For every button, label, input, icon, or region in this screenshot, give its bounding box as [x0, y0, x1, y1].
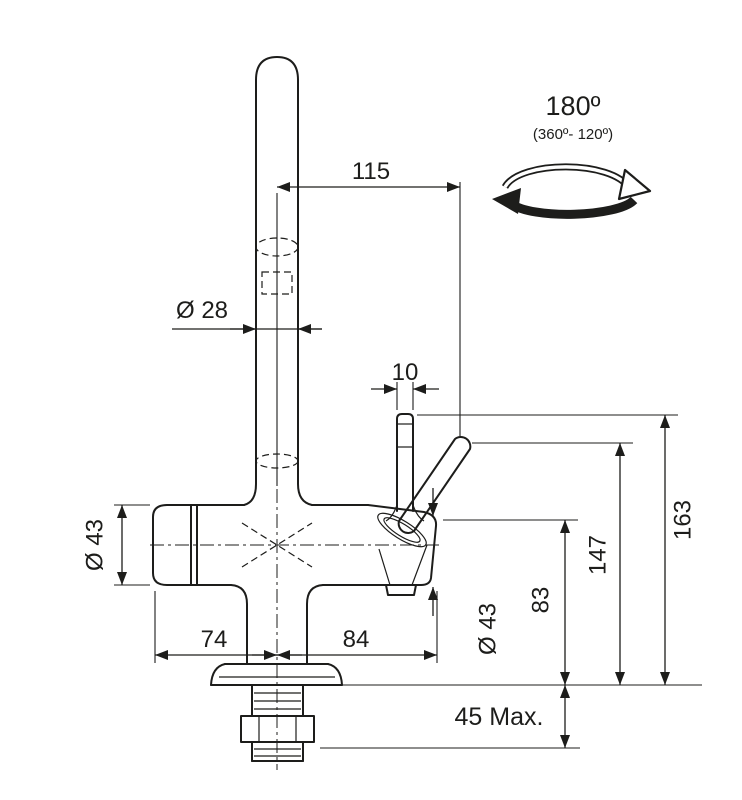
dim-163-label: 163	[669, 500, 696, 540]
dim-d43-left-label: Ø 43	[81, 519, 108, 571]
dim-83-label: 83	[527, 587, 554, 614]
dim-84-label: 84	[343, 626, 370, 653]
rotation-angle-label: 180º	[546, 91, 601, 121]
rotation-arrow-icon	[492, 163, 652, 219]
body-tee	[152, 504, 369, 665]
dim-d28-label: Ø 28	[176, 297, 228, 324]
mounting-base	[210, 663, 343, 762]
side-handle-valve	[367, 413, 472, 596]
dimension-total-height: 163	[342, 414, 702, 686]
dim-10-label: 10	[392, 359, 419, 386]
dim-115-label: 115	[352, 158, 390, 185]
dimension-body-height: 83	[443, 519, 578, 685]
dimension-body-diameter: Ø 43	[81, 504, 150, 586]
dimension-reach: 115	[277, 158, 461, 436]
rotation-range-label: (360º- 120º)	[533, 126, 613, 143]
dim-147-label: 147	[584, 535, 611, 575]
rotation-indicator: 180º (360º- 120º)	[492, 91, 652, 219]
spout-pipe	[243, 56, 313, 506]
dim-74-label: 74	[201, 626, 228, 653]
dimension-counter-thickness: 45 Max.	[320, 685, 580, 749]
dimension-lever-height: 147	[472, 442, 633, 685]
dim-45max-label: 45 Max.	[455, 703, 544, 731]
dimension-handle-diameter: Ø 43	[428, 488, 501, 655]
centerlines	[150, 489, 443, 770]
dim-d43-right-label: Ø 43	[474, 603, 501, 655]
dimension-spout-diameter: Ø 28	[172, 297, 322, 334]
dimension-lever-width: 10	[371, 359, 439, 410]
dimension-offsets: 74 84	[154, 591, 438, 663]
